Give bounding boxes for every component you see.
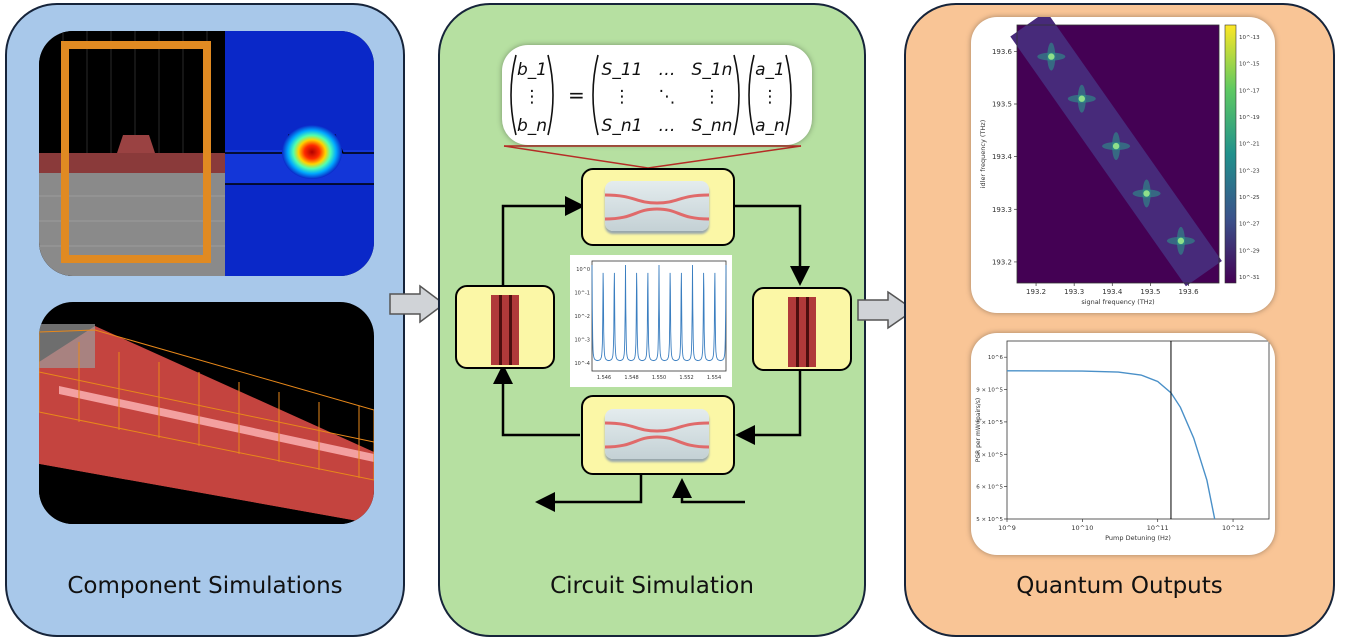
x-tick-label: 1.546 xyxy=(597,375,611,381)
component-simulations-title: Component Simulations xyxy=(67,573,343,599)
y-tick-label: 7 × 10^5 xyxy=(976,452,1003,458)
fdtd-waveguide-tile xyxy=(39,302,374,524)
a-vector-entry: a_n xyxy=(755,116,785,136)
s-matrix-entry: … xyxy=(659,116,676,136)
mode-solver-tile xyxy=(39,31,374,276)
s-matrix-entry: ⋮ xyxy=(614,87,631,107)
s-matrix-entry: S_11 xyxy=(602,60,643,80)
x-tick-label: 10^9 xyxy=(998,524,1016,532)
joint-spectral-heatmap: 193.2 193.3 193.4 193.5 193.6 193.6 193.5 193.4… xyxy=(979,17,1260,306)
y-tick-label: 8 × 10^5 xyxy=(976,420,1003,426)
spectral-peak xyxy=(1112,142,1120,150)
spectral-peak xyxy=(1048,53,1055,60)
flow-arrow-icon xyxy=(857,290,916,330)
fdtd-waveguide-image xyxy=(39,324,374,524)
circuit-simulation-title: Circuit Simulation xyxy=(550,573,754,599)
y-axis-label: PGR per mW (pairs/s) xyxy=(975,398,982,462)
flow-arrow-icon xyxy=(389,284,446,324)
x-tick-label: 1.550 xyxy=(652,375,666,381)
y-tick-label: 10^-3 xyxy=(574,338,590,344)
y-axis-label: idler frequency (THz) xyxy=(979,120,987,189)
svg-text:=: = xyxy=(568,83,585,107)
y-tick-label: 10^0 xyxy=(576,267,590,273)
colorbar-tick-label: 10^-13 xyxy=(1239,35,1260,41)
colorbar xyxy=(1224,24,1237,284)
s-matrix-formula: b_1 ⋮ b_n = S_11 … S_1n ⋮ ⋱ ⋮ S_n1 … S_n… xyxy=(510,54,792,136)
y-tick-label: 9 × 10^5 xyxy=(976,388,1003,394)
colorbar-tick-label: 10^-19 xyxy=(1239,115,1260,121)
plot-frame xyxy=(1006,340,1270,520)
x-tick-label: 1.552 xyxy=(679,375,693,381)
s-matrix-entry: … xyxy=(659,60,676,80)
colorbar-tick-label: 10^-25 xyxy=(1239,195,1260,201)
x-tick-label: 10^10 xyxy=(1071,524,1093,532)
s-matrix-entry: S_n1 xyxy=(602,116,643,136)
transmission-spectrum-chart: 10^0 10^-1 10^-2 10^-3 10^-4 1.546 1.548 1.550 1… xyxy=(570,255,732,387)
quantum-outputs-title: Quantum Outputs xyxy=(1016,573,1223,599)
colorbar-tick-label: 10^-31 xyxy=(1239,275,1260,281)
x-tick-label: 1.554 xyxy=(707,375,721,381)
mode-solver-image xyxy=(39,31,374,276)
x-axis-label: signal frequency (THz) xyxy=(1081,298,1154,306)
directional-coupler-top xyxy=(581,168,735,246)
coupler-chip xyxy=(604,181,710,231)
x-tick-label: 193.5 xyxy=(1140,288,1160,296)
y-tick-label: 193.2 xyxy=(992,258,1012,266)
spectral-peak xyxy=(1143,190,1150,197)
bragg-grating-icon xyxy=(788,297,816,367)
colorbar-tick-label: 10^-29 xyxy=(1239,248,1260,254)
s-matrix-entry: S_nn xyxy=(692,116,733,136)
y-tick-label: 193.3 xyxy=(992,206,1012,214)
y-tick-label: 10^-4 xyxy=(574,361,590,367)
x-tick-label: 10^11 xyxy=(1147,524,1169,532)
colorbar-tick-label: 10^-23 xyxy=(1239,168,1260,174)
s-matrix-entry: ⋮ xyxy=(704,87,721,107)
circuit-simulation-panel: b_1 ⋮ b_n = S_11 … S_1n ⋮ ⋱ ⋮ S_n1 … S_n… xyxy=(438,3,866,637)
b-vector-entry: b_n xyxy=(517,116,547,136)
colorbar-tick-label: 10^-27 xyxy=(1239,222,1260,228)
s-matrix-equation: b_1 ⋮ b_n = S_11 … S_1n ⋮ ⋱ ⋮ S_n1 … S_n… xyxy=(502,45,812,145)
spectral-peak xyxy=(1078,95,1085,102)
pair-generation-rate-chart: 10^9 10^10 10^11 10^12 10^6 9 × 10^5 8 × 10^5 7… xyxy=(975,340,1270,542)
y-tick-label: 193.4 xyxy=(992,153,1013,161)
y-tick-label: 5 × 10^5 xyxy=(976,517,1003,523)
spectrum-line xyxy=(591,264,727,362)
pgr-curve xyxy=(1006,370,1216,520)
quantum-outputs-panel: 193.2 193.3 193.4 193.5 193.6 193.6 193.5 193.4… xyxy=(904,3,1335,637)
x-tick-label: 193.3 xyxy=(1064,288,1084,296)
plot-frame xyxy=(1016,24,1220,284)
y-tick-label: 6 × 10^5 xyxy=(976,485,1003,491)
pgr-plot-card: 10^9 10^10 10^11 10^12 10^6 9 × 10^5 8 × 10^5 7… xyxy=(971,333,1275,555)
x-tick-label: 193.2 xyxy=(1026,288,1046,296)
colorbar-tick-label: 10^-17 xyxy=(1239,88,1260,94)
y-tick-label: 10^-1 xyxy=(574,291,590,297)
b-vector-entry: ⋮ xyxy=(524,87,541,107)
y-tick-label: 193.5 xyxy=(992,100,1012,108)
y-tick-label: 193.6 xyxy=(992,48,1013,56)
x-tick-label: 1.548 xyxy=(624,375,638,381)
x-tick-label: 193.6 xyxy=(1178,288,1199,296)
x-tick-label: 10^12 xyxy=(1222,524,1244,532)
coupler-chip xyxy=(604,409,710,459)
a-vector-entry: ⋮ xyxy=(762,87,779,107)
directional-coupler-bottom xyxy=(581,395,735,475)
bragg-grating-icon xyxy=(491,295,519,365)
jsa-heatmap-card: 193.2 193.3 193.4 193.5 193.6 193.6 193.5 193.4… xyxy=(971,17,1275,313)
s-matrix-entry: ⋱ xyxy=(659,87,676,107)
colorbar-tick-label: 10^-21 xyxy=(1239,142,1260,148)
x-tick-label: 193.4 xyxy=(1102,288,1123,296)
y-tick-label: 10^-2 xyxy=(574,314,590,320)
y-tick-label: 10^6 xyxy=(988,355,1004,361)
spectral-peak xyxy=(1177,237,1185,245)
a-vector-entry: a_1 xyxy=(755,60,785,80)
s-matrix-entry: S_1n xyxy=(692,60,733,80)
colorbar-tick-label: 10^-15 xyxy=(1239,62,1260,68)
bragg-mirror-left xyxy=(455,285,555,369)
component-simulations-panel: Component Simulations xyxy=(5,3,405,637)
bragg-mirror-right xyxy=(752,287,852,371)
x-axis-label: Pump Detuning (Hz) xyxy=(1105,534,1171,542)
coupler-waveguide-icon xyxy=(604,193,710,221)
b-vector-entry: b_1 xyxy=(517,60,547,80)
coupler-waveguide-icon xyxy=(604,421,710,449)
